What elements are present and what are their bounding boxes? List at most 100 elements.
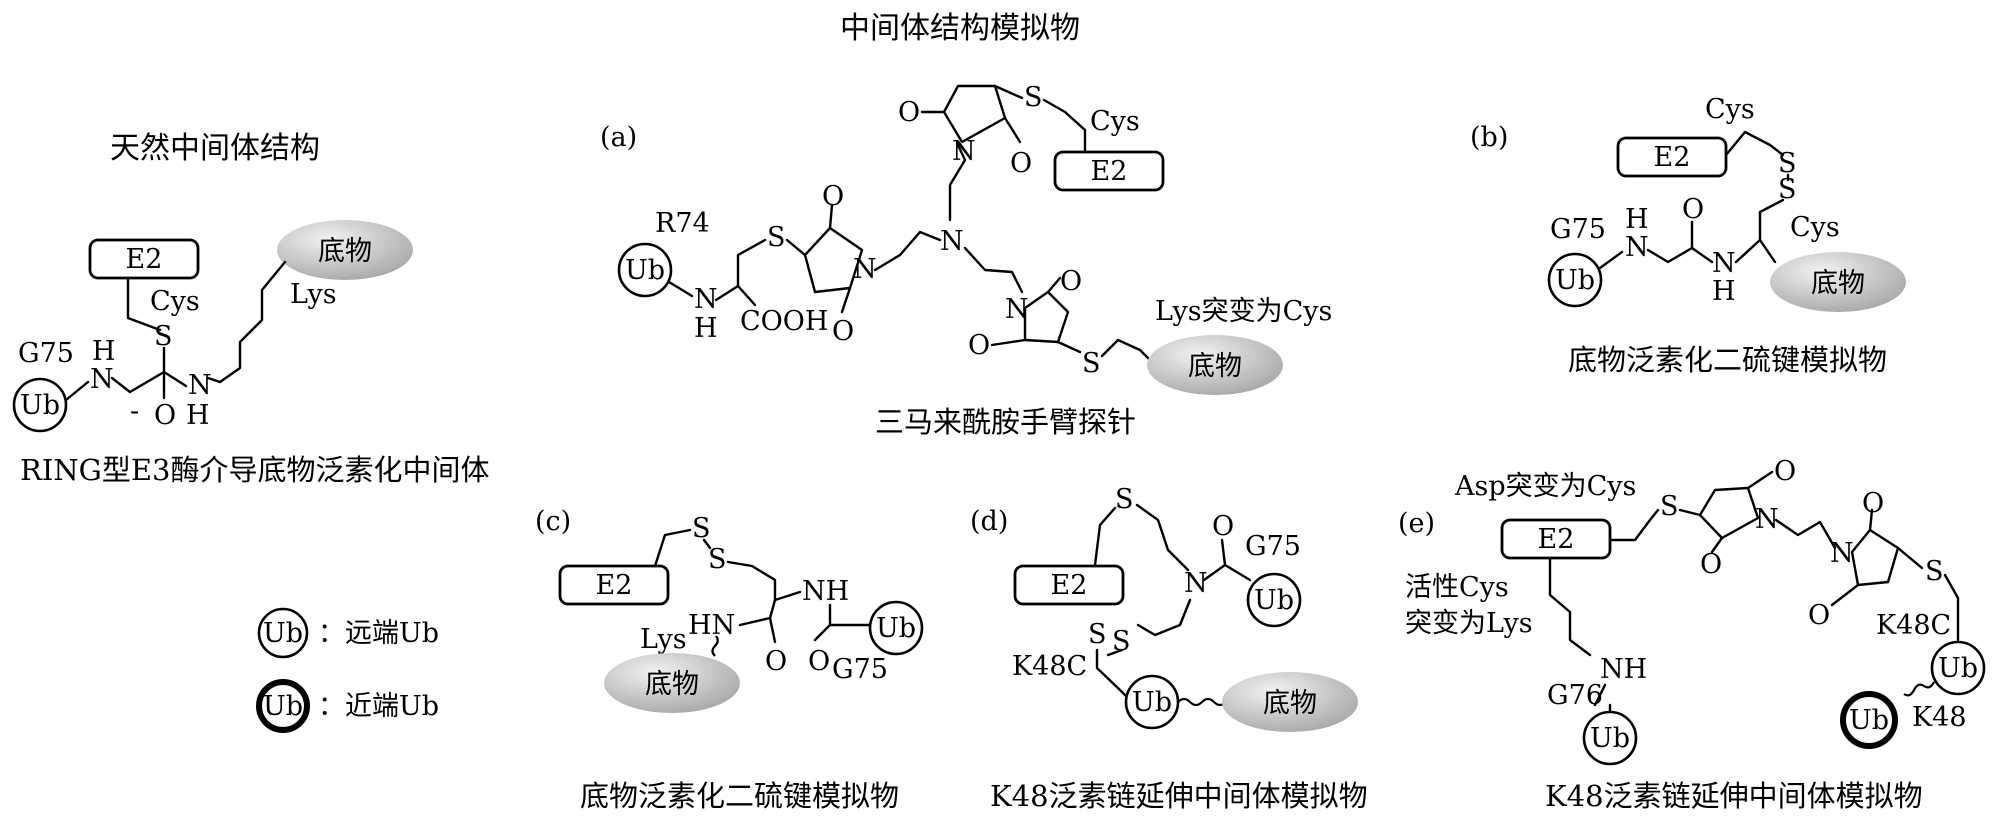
- s2-label: S: [1925, 556, 1944, 587]
- ub-g76-label: Ub: [1590, 723, 1630, 754]
- linker-down: [963, 246, 1024, 294]
- co1-bond: [1746, 470, 1774, 490]
- s2-cys-chain: [1042, 98, 1087, 152]
- n-ring1-label: N: [853, 254, 877, 285]
- ub-distal-label: Ub: [1938, 653, 1978, 684]
- c-n-bond: [162, 370, 188, 388]
- ring2-s-bond: [993, 84, 1024, 100]
- native-caption: RING型E3酶介导底物泛素化中间体: [20, 453, 489, 487]
- o2-label: O: [808, 646, 830, 677]
- panel-e-caption: K48泛素链延伸中间体模拟物: [1545, 779, 1923, 813]
- substrate-ellipse: [1147, 335, 1283, 395]
- s2-label: S: [1112, 626, 1131, 657]
- o6-label: O: [968, 330, 990, 361]
- e2-box: [1053, 150, 1165, 192]
- cys-label: Cys: [1090, 106, 1140, 137]
- isopeptide-wavy-bond: [1903, 681, 1935, 697]
- succinimide-ring-2: [1850, 528, 1900, 587]
- co3-bond: [1868, 508, 1874, 532]
- n-ca-bond: [1734, 238, 1762, 264]
- g75-label: G75: [832, 654, 888, 685]
- o-label: O: [1212, 511, 1234, 542]
- legend-distal-ub-circle: [257, 607, 309, 659]
- ub-n-bond: [1598, 250, 1624, 270]
- co5-bond: [1046, 276, 1062, 294]
- ring2-s-bond: [1896, 546, 1924, 570]
- o1-label: O: [822, 181, 844, 212]
- n2-label: N: [1830, 538, 1854, 569]
- succinimide-ring-3: [1023, 290, 1070, 344]
- h1-label: H: [1625, 204, 1649, 235]
- nh-label: NH: [802, 576, 849, 607]
- s2-label: S: [708, 544, 727, 575]
- ub-label: Ub: [20, 390, 60, 421]
- e2-box: [88, 238, 200, 280]
- n-label: N: [90, 364, 114, 395]
- g75-label: G75: [18, 338, 74, 369]
- nh-co-bond: [813, 603, 832, 642]
- n2-label: N: [1712, 248, 1736, 279]
- ub-proximal-label: Ub: [1849, 705, 1889, 736]
- s-ring-bond: [785, 238, 807, 257]
- legend-distal-ub-label: Ub: [263, 618, 303, 649]
- s3-substrate-chain: [1100, 338, 1152, 362]
- k48c-label: K48C: [1012, 651, 1087, 682]
- s3-label: S: [1088, 619, 1107, 650]
- ub-circle: [868, 600, 924, 656]
- substrate-label: 底物: [645, 669, 699, 700]
- co2-bond: [840, 286, 852, 314]
- h2-label: H: [186, 400, 210, 431]
- n-center-label: N: [940, 226, 964, 257]
- o2-label: O: [832, 316, 854, 347]
- panel-a: (a) Ub R74 N H COOH S O O N N N O O S Cy…: [600, 82, 1332, 439]
- ub-label: Ub: [625, 255, 665, 286]
- panel-d: (d) S E2 N O G75 Ub S S K48C Ub 底物 K48泛素…: [970, 484, 1368, 813]
- o2-label: O: [1700, 549, 1722, 580]
- g75-label: G75: [1550, 214, 1606, 245]
- n-label: N: [694, 284, 718, 315]
- gly-bond: [110, 364, 166, 394]
- nh-ub-bond: [1593, 683, 1607, 707]
- ub-n-bond: [64, 380, 90, 402]
- wavy-bond: [711, 635, 719, 657]
- ub-distal-circle: [1930, 640, 1986, 696]
- cys2-chain: [726, 560, 777, 602]
- lys-label: Lys: [640, 624, 687, 655]
- panel-native: 天然中间体结构 E2 Cys S 底物 Lys Ub G75 H N - O N…: [12, 131, 489, 487]
- linker: [1774, 518, 1837, 550]
- succinimide-ring-1: [1698, 486, 1760, 540]
- minus-label: -: [130, 396, 139, 427]
- panel-a-tag: (a): [600, 122, 637, 153]
- n-ring2-label: N: [952, 136, 976, 167]
- e2-label: E2: [1051, 570, 1088, 601]
- native-heading: 天然中间体结构: [110, 131, 320, 166]
- lys-chain: [218, 260, 287, 384]
- co-bond: [768, 616, 777, 644]
- backbone: [768, 598, 777, 620]
- cys1-chain: [1724, 130, 1785, 157]
- e2-box: [1013, 564, 1125, 606]
- asp-mut-label: Asp突变为Cys: [1454, 471, 1636, 502]
- legend-distal-text: ：远端Ub: [318, 618, 439, 649]
- ub-label: Ub: [876, 613, 916, 644]
- panel-c: (c) E2 S S Lys HN O NH O Ub G75 底物 底物泛素化…: [535, 506, 924, 813]
- o3-label: O: [1862, 488, 1884, 519]
- succinimide-ring-2: [942, 84, 1007, 144]
- s-n-chain: [1135, 503, 1190, 572]
- k48c-chain: [1095, 648, 1132, 702]
- o3-label: O: [898, 97, 920, 128]
- n-ring3-label: N: [1005, 294, 1029, 325]
- g76-label: G76: [1547, 680, 1603, 711]
- succinimide-ring-1: [803, 226, 864, 294]
- o-label: O: [154, 400, 176, 431]
- e2-label: E2: [1538, 524, 1575, 555]
- o1-label: O: [765, 646, 787, 677]
- n-co-bond: [738, 616, 772, 627]
- ub-g76-circle: [1582, 710, 1638, 766]
- ub-circle: [1547, 252, 1603, 308]
- substrate-label: 底物: [1811, 268, 1865, 299]
- e2-box: [1616, 136, 1728, 178]
- o1-label: O: [1774, 456, 1796, 487]
- s1-label: S: [1660, 491, 1679, 522]
- co4-bond: [1003, 116, 1022, 144]
